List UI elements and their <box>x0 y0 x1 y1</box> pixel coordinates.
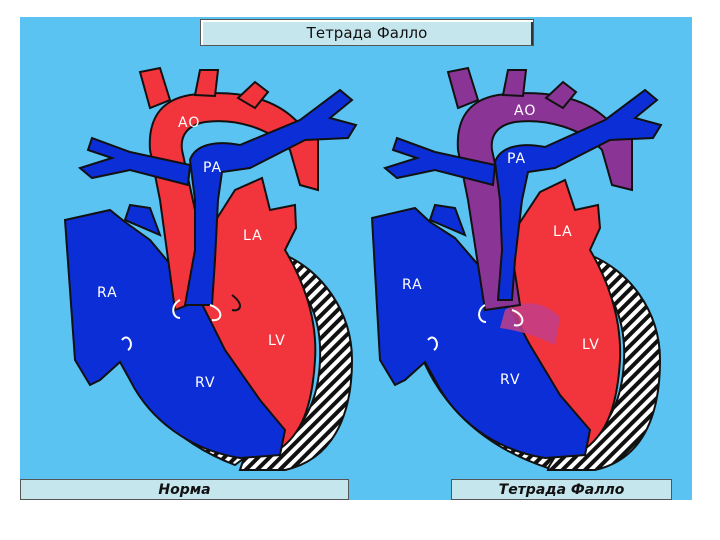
caption-normal: Норма <box>20 479 349 500</box>
tetralogy-label-la: LA <box>553 224 573 240</box>
tetralogy-label-lv: LV <box>582 337 600 353</box>
normal-label-ra: RA <box>97 285 118 301</box>
normal-label-lv: LV <box>268 333 286 349</box>
normal-label-ao: AO <box>178 115 200 131</box>
normal-label-pa: PA <box>203 160 222 176</box>
normal-label-la: LA <box>243 228 263 244</box>
normal-label-rv: RV <box>195 375 216 391</box>
tetralogy-label-ao: AO <box>514 103 536 119</box>
caption-tetralogy: Тетрада Фалло <box>451 479 672 500</box>
page-title: Тетрада Фалло <box>307 24 428 42</box>
title-box: Тетрада Фалло <box>200 19 534 46</box>
tetralogy-label-ra: RA <box>402 277 423 293</box>
tetralogy-label-rv: RV <box>500 372 521 388</box>
tetralogy-heart: AO PA LA RA LV RV <box>372 68 661 470</box>
normal-heart: AO PA LA RA LV RV <box>65 68 356 470</box>
tetralogy-label-pa: PA <box>507 151 526 167</box>
